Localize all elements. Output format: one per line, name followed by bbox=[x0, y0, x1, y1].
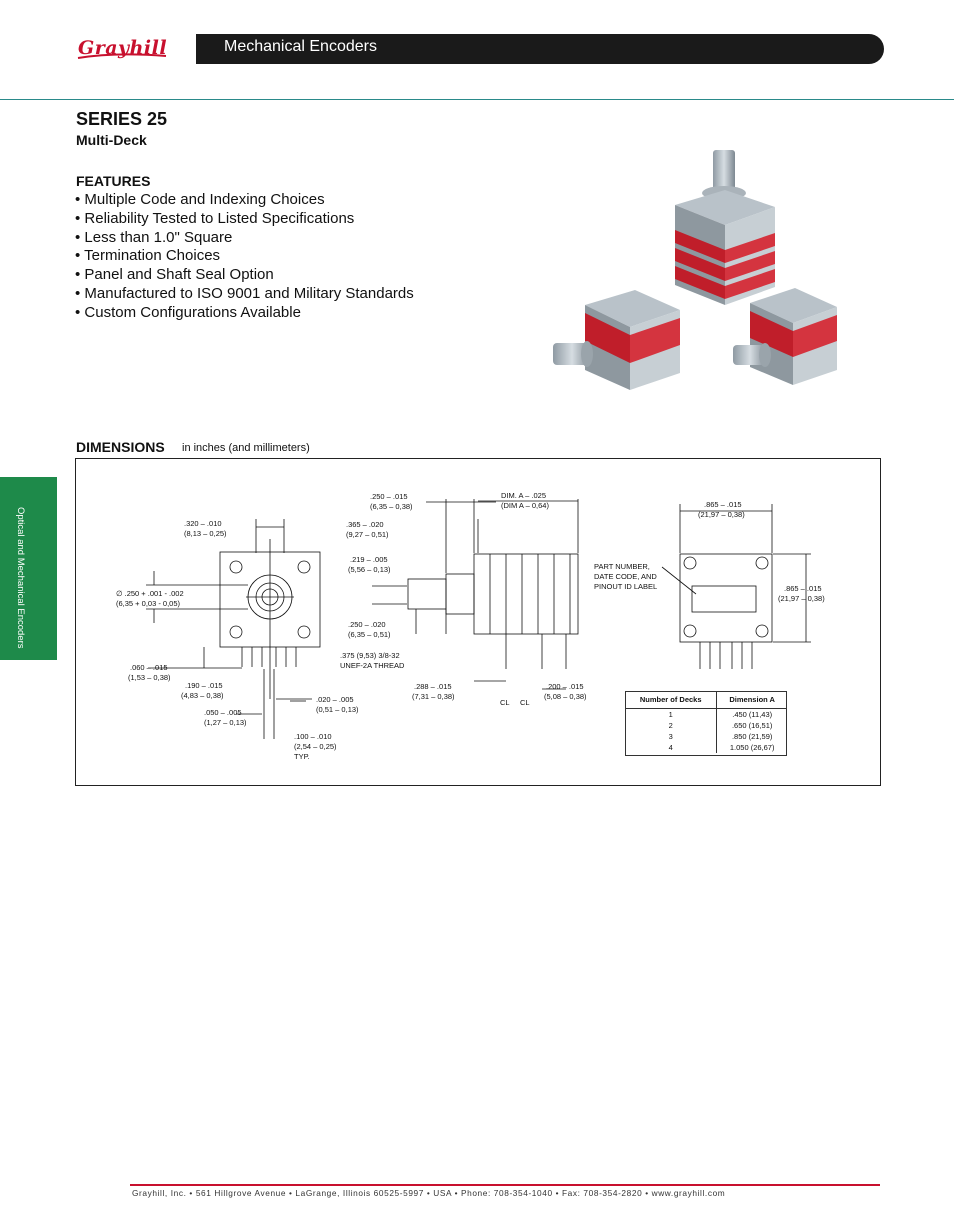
table-cell: .450 (11,43) bbox=[716, 708, 787, 720]
header-divider bbox=[0, 99, 954, 100]
dim-shaft-diameter-mm: (6,35 + 0,03 - 0,05) bbox=[116, 599, 181, 608]
feature-item: • Manufactured to ISO 9001 and Military … bbox=[75, 284, 414, 302]
section-side-tab[interactable]: Optical and Mechanical Encoders bbox=[0, 477, 57, 660]
dim-rear-height: .865 – .015 bbox=[784, 584, 822, 593]
dim-shaft-diameter: ∅ .250 + .001 - .002 bbox=[116, 589, 184, 598]
grayhill-logo: Grayhill bbox=[76, 34, 168, 64]
feature-item: • Termination Choices bbox=[75, 247, 221, 265]
side-tab-label: Optical and Mechanical Encoders bbox=[15, 507, 26, 649]
table-row: 3 .850 (21,59) bbox=[625, 731, 787, 742]
table-cell: .850 (21,59) bbox=[716, 731, 787, 742]
dim-pin-offset: .060 – .015 bbox=[130, 663, 168, 672]
dim-shaft-length: .365 – .020 bbox=[346, 520, 384, 529]
dim-a-mm: (DIM A – 0,64) bbox=[501, 501, 549, 510]
series-title: SERIES 25 bbox=[76, 109, 168, 129]
footer-divider bbox=[130, 1184, 880, 1186]
table-header: Number of Decks bbox=[625, 691, 717, 709]
dim-pin-row-2: .200 – .015 bbox=[546, 682, 584, 691]
table-row: 4 1.050 (26,67) bbox=[625, 742, 787, 753]
table-cell: 1 bbox=[668, 710, 673, 719]
dim-thread: .375 (9,53) 3/8-32 bbox=[340, 651, 400, 660]
side-view-body bbox=[473, 553, 579, 635]
rear-view-label-area bbox=[691, 585, 757, 613]
dimension-a-table: Number of Decks Dimension A 1 .450 (11,4… bbox=[625, 691, 787, 753]
table-cell: 3 bbox=[668, 732, 673, 741]
centerline-2: CL bbox=[520, 698, 530, 707]
dimension-drawing: .320 – .010 (8,13 – 0,25) ∅ .250 + .001 … bbox=[116, 491, 825, 761]
dim-rear-width-mm: (21,97 – 0,38) bbox=[698, 510, 745, 519]
dim-front-width: .320 – .010 bbox=[184, 519, 222, 528]
feature-item: • Reliability Tested to Listed Specifica… bbox=[75, 209, 355, 227]
dimensions-heading: DIMENSIONS bbox=[76, 439, 165, 455]
header-bar: Mechanical Encoders bbox=[196, 34, 884, 64]
dim-pin-pitch: .100 – .010 bbox=[294, 732, 332, 741]
side-view-shaft bbox=[407, 578, 447, 610]
features-list: • Multiple Code and Indexing Choices • R… bbox=[75, 191, 414, 323]
dim-thread-length: .250 – .020 bbox=[348, 620, 386, 629]
centerline-1: CL bbox=[500, 698, 510, 707]
dim-pin-width-mm: (1,27 – 0,13) bbox=[204, 718, 247, 727]
table-cell: .650 (16,51) bbox=[716, 720, 787, 731]
dim-pin-width: .050 – .005 bbox=[204, 708, 242, 717]
feature-item: • Panel and Shaft Seal Option bbox=[75, 266, 274, 284]
table-header: Dimension A bbox=[716, 691, 787, 709]
dim-a: DIM. A – .025 bbox=[501, 491, 546, 500]
dim-pin-offset-mm: (1,53 – 0,38) bbox=[128, 673, 171, 682]
dim-pin-length: .190 – .015 bbox=[185, 681, 223, 690]
table-row: 2 .650 (16,51) bbox=[625, 720, 787, 731]
front-view-pins bbox=[241, 647, 297, 667]
dim-bushing-length-mm: (6,35 – 0,38) bbox=[370, 502, 413, 511]
feature-item: • Less than 1.0" Square bbox=[75, 228, 233, 246]
logo-wordmark: Grayhill bbox=[78, 37, 167, 59]
series-subtitle: Multi-Deck bbox=[76, 132, 147, 148]
rear-view-body bbox=[679, 553, 773, 643]
dim-pin-pitch-typ: TYP. bbox=[294, 752, 310, 761]
dim-front-width-mm: (8,13 – 0,25) bbox=[184, 529, 227, 538]
dim-flat-mm: (5,56 – 0,13) bbox=[348, 565, 391, 574]
table-header-row: Number of Decks Dimension A bbox=[625, 691, 787, 709]
header-title: Mechanical Encoders bbox=[224, 38, 377, 55]
dim-thread-length-mm: (6,35 – 0,51) bbox=[348, 630, 391, 639]
dim-pin-length-mm: (4,83 – 0,38) bbox=[181, 691, 224, 700]
label-callout-2: DATE CODE, AND bbox=[594, 572, 657, 581]
dim-flat: .219 – .005 bbox=[350, 555, 388, 564]
dim-pin-row-1-mm: (7,31 – 0,38) bbox=[412, 692, 455, 701]
dim-rear-height-mm: (21,97 – 0,38) bbox=[778, 594, 825, 603]
dim-pin-row-1: .288 – .015 bbox=[414, 682, 452, 691]
feature-item: • Multiple Code and Indexing Choices bbox=[75, 191, 325, 208]
dimensions-panel bbox=[75, 458, 881, 786]
dim-pin-thickness: .020 – .005 bbox=[316, 695, 354, 704]
table-row: 1 .450 (11,43) bbox=[625, 708, 787, 720]
dim-rear-width: .865 – .015 bbox=[704, 500, 742, 509]
encoder-multideck bbox=[675, 150, 775, 305]
table-cell: 2 bbox=[668, 721, 673, 730]
table-cell: 4 bbox=[668, 743, 673, 752]
dim-pin-row-2-mm: (5,08 – 0,38) bbox=[544, 692, 587, 701]
footer-contact: Grayhill, Inc. • 561 Hillgrove Avenue • … bbox=[132, 1188, 726, 1198]
dim-thread-spec: UNEF-2A THREAD bbox=[340, 661, 405, 670]
dim-pin-pitch-mm: (2,54 – 0,25) bbox=[294, 742, 337, 751]
feature-item: • Custom Configurations Available bbox=[75, 303, 301, 321]
encoder-single-left bbox=[553, 290, 680, 390]
dim-bushing-length: .250 – .015 bbox=[370, 492, 408, 501]
encoder-single-right bbox=[733, 288, 837, 385]
label-callout-3: PINOUT ID LABEL bbox=[594, 582, 657, 591]
table-cell: 1.050 (26,67) bbox=[716, 742, 787, 753]
features-heading: FEATURES bbox=[76, 173, 151, 189]
dim-pin-thickness-mm: (0,51 – 0,13) bbox=[316, 705, 359, 714]
product-photo bbox=[553, 150, 837, 390]
dim-shaft-length-mm: (9,27 – 0,51) bbox=[346, 530, 389, 539]
dimensions-units: in inches (and millimeters) bbox=[182, 442, 310, 454]
label-callout-1: PART NUMBER, bbox=[594, 562, 650, 571]
